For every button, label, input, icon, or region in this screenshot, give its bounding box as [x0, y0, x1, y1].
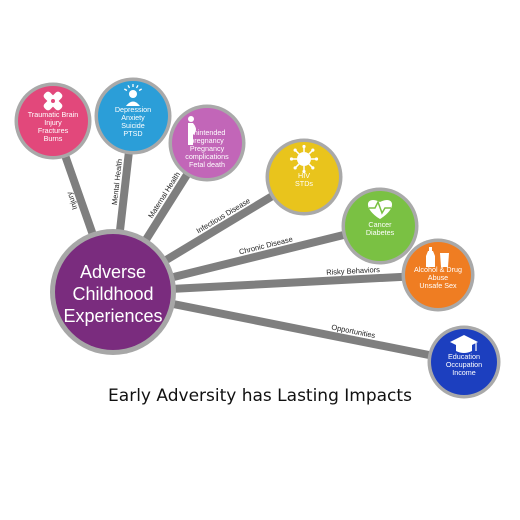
center-title-line: Experiences: [63, 306, 162, 326]
outcome-line: Suicide: [121, 121, 145, 130]
outcome-line: complications: [185, 152, 229, 161]
heart-pulse-icon: [367, 200, 393, 219]
outcome-line: pregnancy: [190, 136, 224, 145]
outcome-line: Fetal death: [189, 160, 225, 169]
outcome-line: STDs: [295, 179, 313, 188]
outcome-line: Unintended: [189, 128, 226, 137]
bandage-cross-icon: [43, 91, 63, 111]
outcome-line: PTSD: [123, 129, 142, 138]
outcome-line: Cancer: [368, 220, 392, 229]
outcome-circle: [431, 329, 497, 395]
outcome-line: Alcohol & Drug: [414, 265, 462, 274]
graduation-cap-icon: [450, 335, 478, 353]
outcome-line: Anxiety: [121, 113, 145, 122]
outcome-line: Unsafe Sex: [419, 281, 457, 290]
bottle-glass-icon: [426, 247, 449, 267]
outcome-circle: [98, 81, 168, 151]
outcome-line: Pregnancy: [190, 144, 225, 153]
outcome-line: Occupation: [446, 360, 482, 369]
pregnant-woman-icon: [188, 116, 196, 145]
outcome-line: Injury: [44, 118, 62, 127]
outcome-line: Fractures: [38, 126, 69, 135]
outcome-line: HIV: [298, 171, 310, 180]
outcome-circle: [269, 142, 339, 212]
diagram-caption: Early Adversity has Lasting Impacts: [108, 386, 412, 406]
outcome-line: Diabetes: [366, 228, 395, 237]
outcome-line: Depression: [115, 105, 151, 114]
center-title-line: Adverse: [80, 262, 146, 282]
spoke-label-risky-behaviors: Risky Behaviors: [326, 265, 380, 277]
person-mind-icon: [124, 84, 142, 106]
center-title-line: Childhood: [72, 284, 153, 304]
outcome-line: Abuse: [428, 273, 448, 282]
outcome-circle: [345, 191, 415, 261]
virus-icon: [289, 144, 319, 174]
outcome-line: Burns: [44, 134, 63, 143]
outcome-circle: [18, 86, 88, 156]
outcome-line: Income: [452, 368, 476, 377]
center-circle: [55, 234, 171, 350]
outcome-line: Education: [448, 352, 480, 361]
outcome-nodes: Traumatic BrainInjuryFracturesBurnsDepre…: [14, 77, 501, 399]
outcome-line: Traumatic Brain: [28, 110, 78, 119]
outcome-circle: [405, 242, 471, 308]
outcome-node-maternal-health: UnintendedpregnancyPregnancycomplication…: [168, 104, 246, 182]
